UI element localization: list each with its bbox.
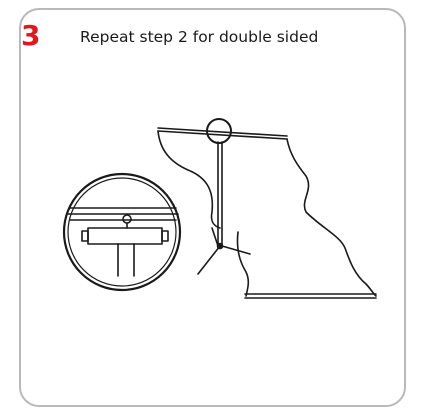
step-instruction: Repeat step 2 for double sided <box>80 28 319 46</box>
highlight-circle-icon <box>206 118 232 144</box>
banner-sheet-icon <box>157 127 377 299</box>
step-number: 3 <box>21 19 41 52</box>
magnified-clip-detail-icon <box>62 172 182 292</box>
stand-pole-icon <box>197 141 251 275</box>
